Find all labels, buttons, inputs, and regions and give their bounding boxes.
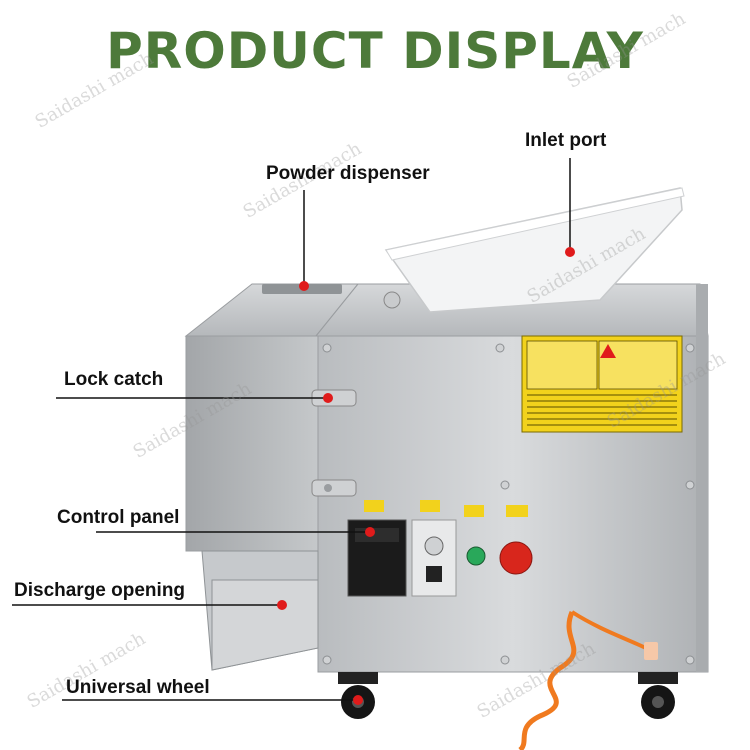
discharge-chute: [201, 550, 319, 671]
label-lock-catch: Lock catch: [64, 369, 164, 390]
universal-wheel-dot: [353, 695, 363, 705]
label-control-panel: Control panel: [57, 507, 180, 528]
power-plug: [644, 642, 658, 660]
label-discharge-opening: Discharge opening: [14, 580, 186, 601]
control-panel-dot: [365, 527, 375, 537]
top-bolt: [383, 291, 401, 309]
page-title: PRODUCT DISPLAY: [106, 22, 644, 80]
inlet-hopper: [384, 187, 685, 313]
pointer-dots: [277, 247, 575, 705]
lock-catch-dot: [323, 393, 333, 403]
inlet-port-dot: [565, 247, 575, 257]
powder-dispenser-dot: [299, 281, 309, 291]
leader-lines: [12, 158, 571, 701]
label-powder-dispenser: Powder dispenser: [266, 163, 430, 184]
discharge-opening-dot: [277, 600, 287, 610]
warning-sticker: [521, 335, 683, 433]
universal-wheel-right: [638, 672, 678, 719]
lock-catch-lower: [311, 479, 357, 497]
power-cable: [518, 611, 577, 750]
label-inlet-port: Inlet port: [525, 130, 607, 151]
label-universal-wheel: Universal wheel: [66, 677, 210, 698]
left-cabinet: [184, 283, 360, 552]
